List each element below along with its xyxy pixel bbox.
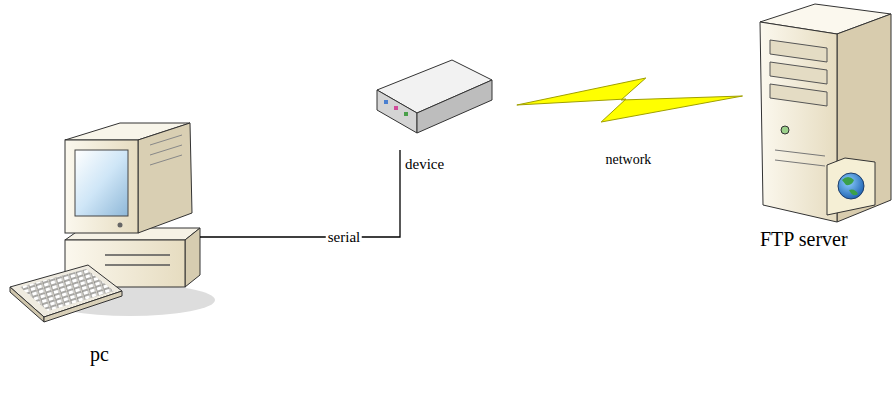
device-node: device (372, 55, 497, 150)
network-bolt (517, 78, 743, 122)
device-illustration (377, 60, 492, 133)
server-illustration (760, 4, 891, 222)
pc-node: pc (10, 115, 200, 315)
edge-label: serial (326, 229, 362, 246)
server-node: FTP server (745, 0, 893, 225)
edge-label: network (603, 152, 653, 167)
node-label: device (405, 156, 444, 173)
node-label: pc (90, 343, 109, 365)
pc-illustration (10, 123, 215, 322)
node-label: FTP server (760, 228, 848, 250)
serial-cable (200, 150, 400, 237)
